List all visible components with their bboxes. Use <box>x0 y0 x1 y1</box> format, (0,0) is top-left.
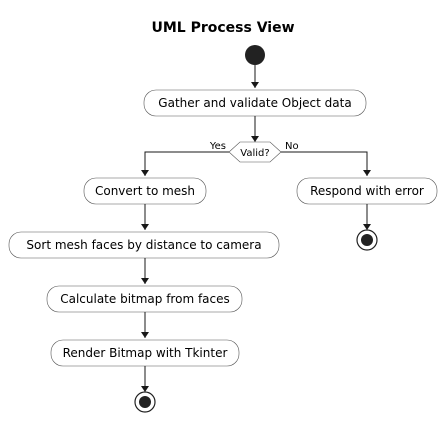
decision-yes-label: Yes <box>209 141 226 152</box>
flow-gather-to-decision <box>251 116 259 142</box>
flow-respond-to-end <box>363 204 371 230</box>
activity-calculate: Calculate bitmap from faces <box>46 285 243 313</box>
activity-respond-label: Respond with error <box>310 184 424 198</box>
end-node-final <box>134 391 156 413</box>
decision-node: Valid? <box>228 141 282 163</box>
decision-no-label: No <box>285 141 299 152</box>
activity-render: Render Bitmap with Tkinter <box>50 339 240 367</box>
activity-respond: Respond with error <box>296 177 438 205</box>
start-node <box>245 45 265 65</box>
activity-convert: Convert to mesh <box>83 177 207 205</box>
end-node-error <box>356 229 378 251</box>
activity-sort-label: Sort mesh faces by distance to camera <box>26 238 261 252</box>
flow-calculate-to-render <box>141 312 149 338</box>
activity-render-label: Render Bitmap with Tkinter <box>63 346 228 360</box>
flow-sort-to-calculate <box>141 258 149 284</box>
activity-gather: Gather and validate Object data <box>143 89 367 117</box>
activity-gather-label: Gather and validate Object data <box>158 96 351 110</box>
activity-calculate-label: Calculate bitmap from faces <box>60 292 230 306</box>
flow-start-to-gather <box>251 65 259 88</box>
flow-no-branch <box>281 151 371 176</box>
activity-sort: Sort mesh faces by distance to camera <box>8 231 280 259</box>
flow-yes-branch <box>141 151 229 176</box>
decision-label: Valid? <box>240 148 269 159</box>
flow-convert-to-sort <box>141 204 149 230</box>
flow-render-to-end <box>141 366 149 392</box>
activity-convert-label: Convert to mesh <box>95 184 195 198</box>
diagram-title: UML Process View <box>151 20 294 36</box>
